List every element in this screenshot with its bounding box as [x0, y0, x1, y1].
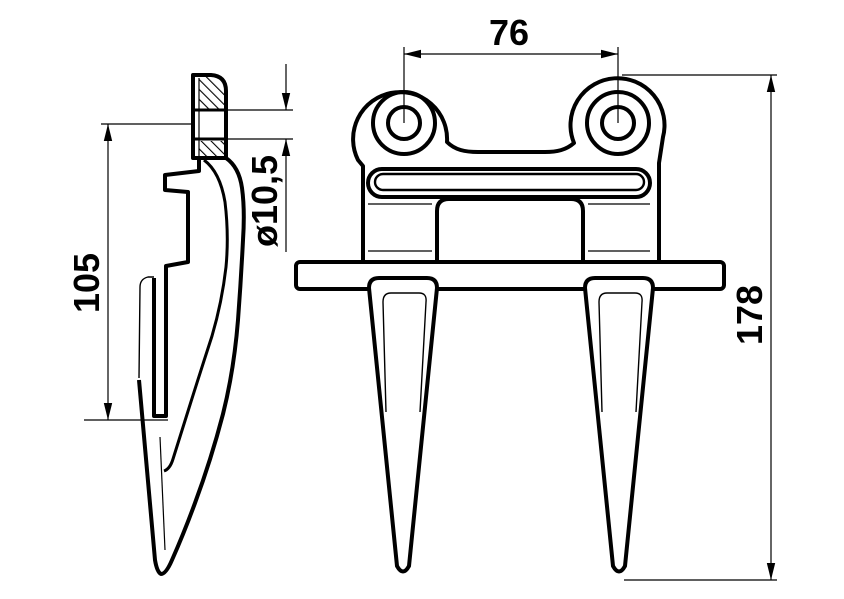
dimension-label-178: 178 — [729, 285, 770, 345]
hatch-upper — [199, 77, 224, 110]
dimension-total-height: 178 — [622, 74, 777, 581]
slot-inner — [373, 172, 646, 192]
dimension-hole-spacing: 76 — [404, 12, 618, 59]
finger-right-inner-contour — [598, 292, 643, 413]
inner-contour-curve — [163, 158, 229, 473]
slot-outer — [366, 167, 652, 199]
section-block — [191, 73, 228, 160]
arrow-down — [766, 563, 776, 580]
arrow-up — [766, 75, 776, 92]
dimension-label-105: 105 — [66, 253, 107, 313]
blade-strip-edge — [138, 276, 154, 379]
blade-outline — [137, 156, 246, 576]
arrow-up — [103, 124, 113, 141]
side-profile-view: 105 ø10,5 — [66, 64, 293, 576]
dimension-hole-diameter: ø10,5 — [228, 64, 293, 252]
dimension-blade-height: 105 — [66, 123, 193, 421]
arrow-down — [103, 403, 113, 420]
dimension-label-hole-diameter: ø10,5 — [244, 155, 285, 247]
grind-line — [159, 436, 166, 551]
hatch-lower — [199, 141, 224, 156]
center-panel — [435, 197, 585, 262]
finger-right — [583, 276, 655, 574]
dimension-label-76: 76 — [489, 12, 529, 53]
front-view: 76 178 — [294, 12, 777, 581]
finger-left-inner-contour — [382, 292, 427, 413]
clip-outline — [152, 158, 201, 418]
arrow-left — [404, 49, 421, 59]
arrow-up — [281, 139, 291, 156]
crossbar — [294, 260, 726, 291]
finger-left — [367, 276, 439, 574]
arrow-down — [281, 93, 291, 110]
arrow-right — [601, 49, 618, 59]
